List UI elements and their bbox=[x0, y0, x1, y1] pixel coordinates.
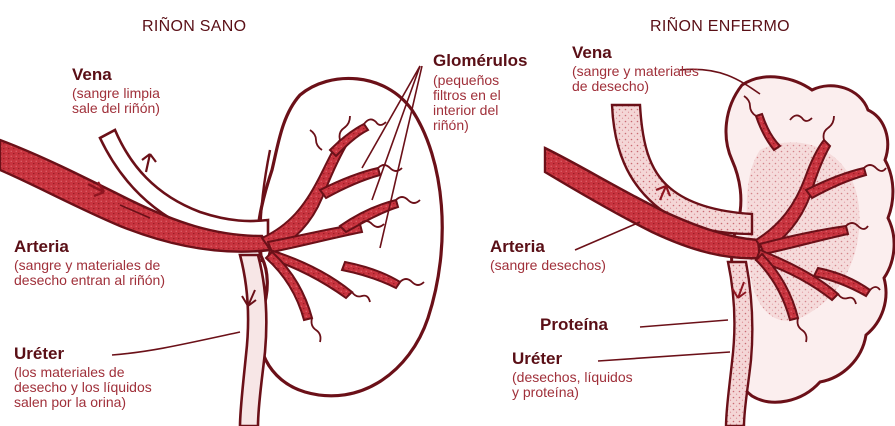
sick-proteina-title: Proteína bbox=[540, 316, 608, 334]
healthy-artery bbox=[0, 140, 270, 252]
healthy-ureter-desc: (los materiales de desecho y los líquido… bbox=[14, 365, 152, 410]
healthy-arteria-title: Arteria bbox=[14, 238, 69, 256]
sick-vena-desc: (sangre y materiales de desecho) bbox=[572, 64, 699, 94]
sick-ureter-title: Uréter bbox=[512, 350, 562, 368]
healthy-vena-title: Vena bbox=[72, 66, 112, 84]
healthy-ureter-title: Uréter bbox=[14, 345, 64, 363]
healthy-arteria-desc: (sangre y materiales de desecho entran a… bbox=[14, 258, 165, 288]
healthy-vena-desc: (sangre limpia sale del riñón) bbox=[72, 86, 160, 116]
sick-ureter-desc: (desechos, líquidos y proteína) bbox=[512, 370, 633, 400]
sick-ureter bbox=[726, 262, 752, 426]
sick-vena-title: Vena bbox=[572, 44, 612, 62]
healthy-glomerulos-desc: (pequeños filtros en el interior del riñ… bbox=[433, 73, 501, 133]
sick-arteria-desc: (sangre desechos) bbox=[490, 258, 606, 273]
healthy-title: RIÑON SANO bbox=[142, 18, 246, 35]
sick-arteria-title: Arteria bbox=[490, 238, 545, 256]
healthy-glomerulos-title: Glomérulos bbox=[433, 52, 527, 70]
healthy-ureter bbox=[240, 255, 266, 426]
sick-title: RIÑON ENFERMO bbox=[650, 18, 790, 35]
